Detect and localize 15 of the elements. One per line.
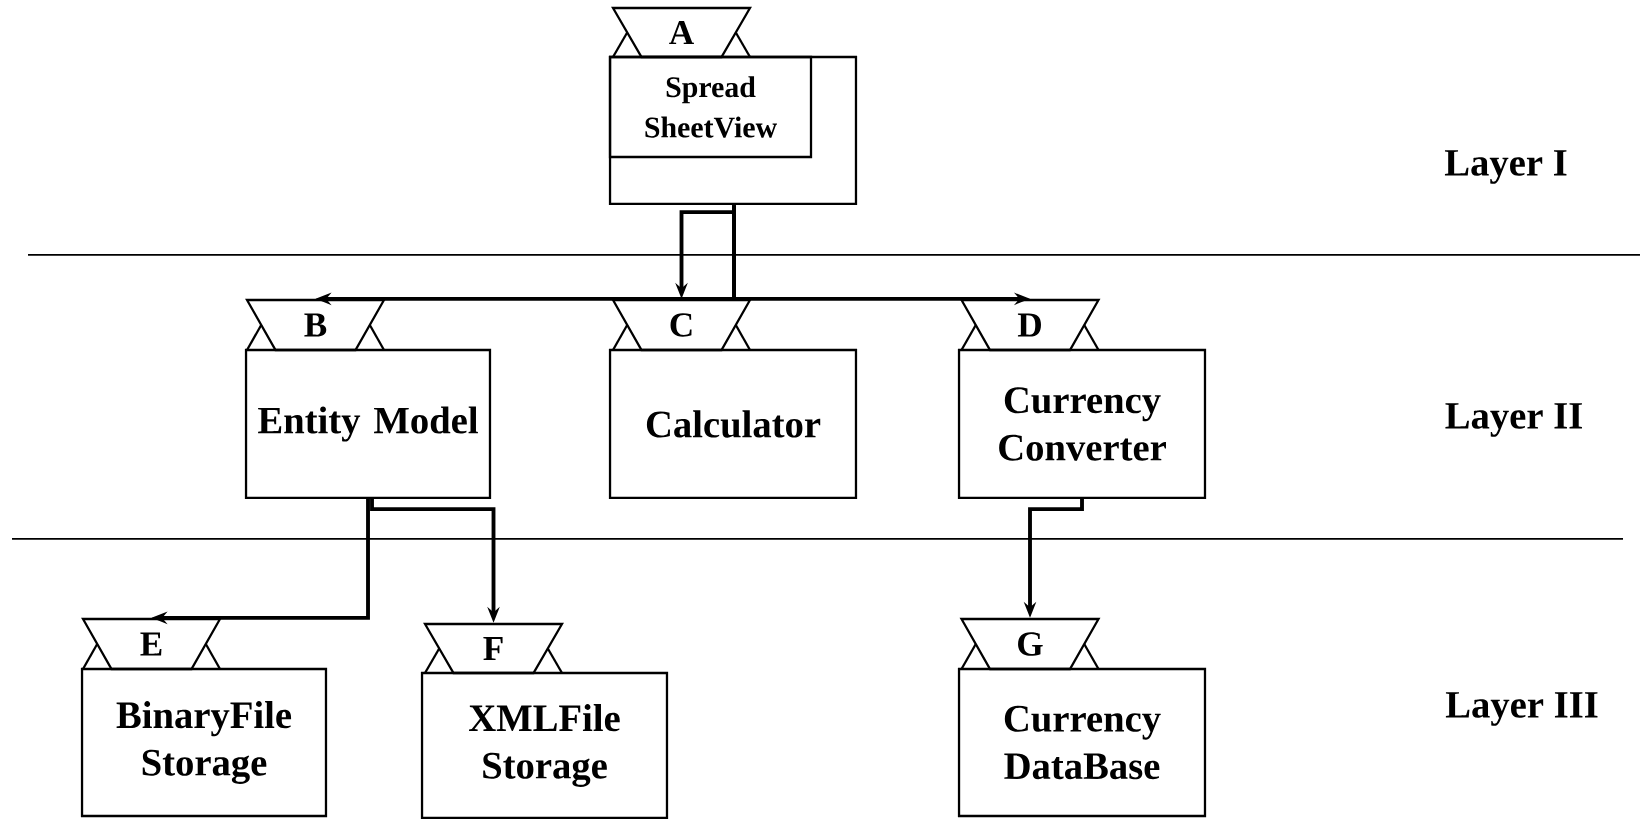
layer-label: Layer I bbox=[1444, 150, 1567, 184]
component-box: Entity Model bbox=[244, 348, 492, 500]
component-box: XMLFile Storage bbox=[420, 671, 669, 820]
component-tag: A bbox=[611, 6, 752, 59]
component-box: Spread SheetView bbox=[608, 55, 858, 206]
component-box: BinaryFile Storage bbox=[80, 667, 328, 818]
component-tag: F bbox=[423, 622, 564, 675]
component-box: Currency Converter bbox=[957, 348, 1207, 500]
component-tag: B bbox=[245, 298, 386, 352]
component-tag: C bbox=[611, 298, 752, 352]
layer-label: Layer II bbox=[1445, 403, 1582, 437]
component-box: Currency DataBase bbox=[957, 667, 1207, 818]
layer-label: Layer III bbox=[1445, 692, 1598, 726]
component-tag: E bbox=[81, 617, 222, 671]
component-box: Calculator bbox=[608, 348, 858, 500]
